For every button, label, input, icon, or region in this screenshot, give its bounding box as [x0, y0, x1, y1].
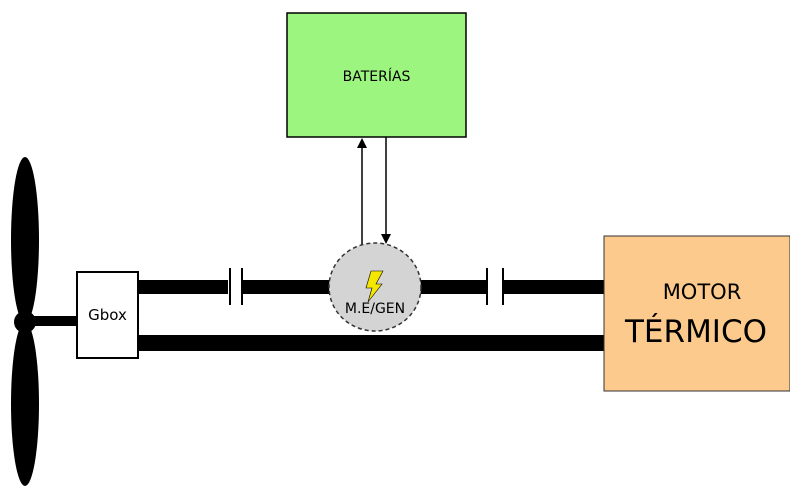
gearbox-label: Gbox [88, 306, 127, 324]
engine-label-line1: MOTOR [663, 280, 742, 304]
motor-generator: M.E/GEN [328, 242, 422, 332]
gearbox-block: Gbox [76, 271, 139, 359]
motor-generator-label: M.E/GEN [345, 301, 405, 317]
batteries-label: BATERÍAS [343, 68, 411, 85]
clutch-left [229, 268, 243, 305]
batteries-block: BATERÍAS [286, 12, 467, 138]
upper-shaft [138, 280, 604, 294]
engine-block: MOTOR TÉRMICO [603, 235, 790, 392]
lower-shaft [138, 335, 604, 351]
clutch-right [486, 268, 504, 305]
propeller-icon [11, 157, 39, 486]
lightning-bolt-icon [365, 270, 384, 303]
engine-label-line2: TÉRMICO [624, 314, 767, 350]
propeller-shaft [25, 316, 77, 326]
